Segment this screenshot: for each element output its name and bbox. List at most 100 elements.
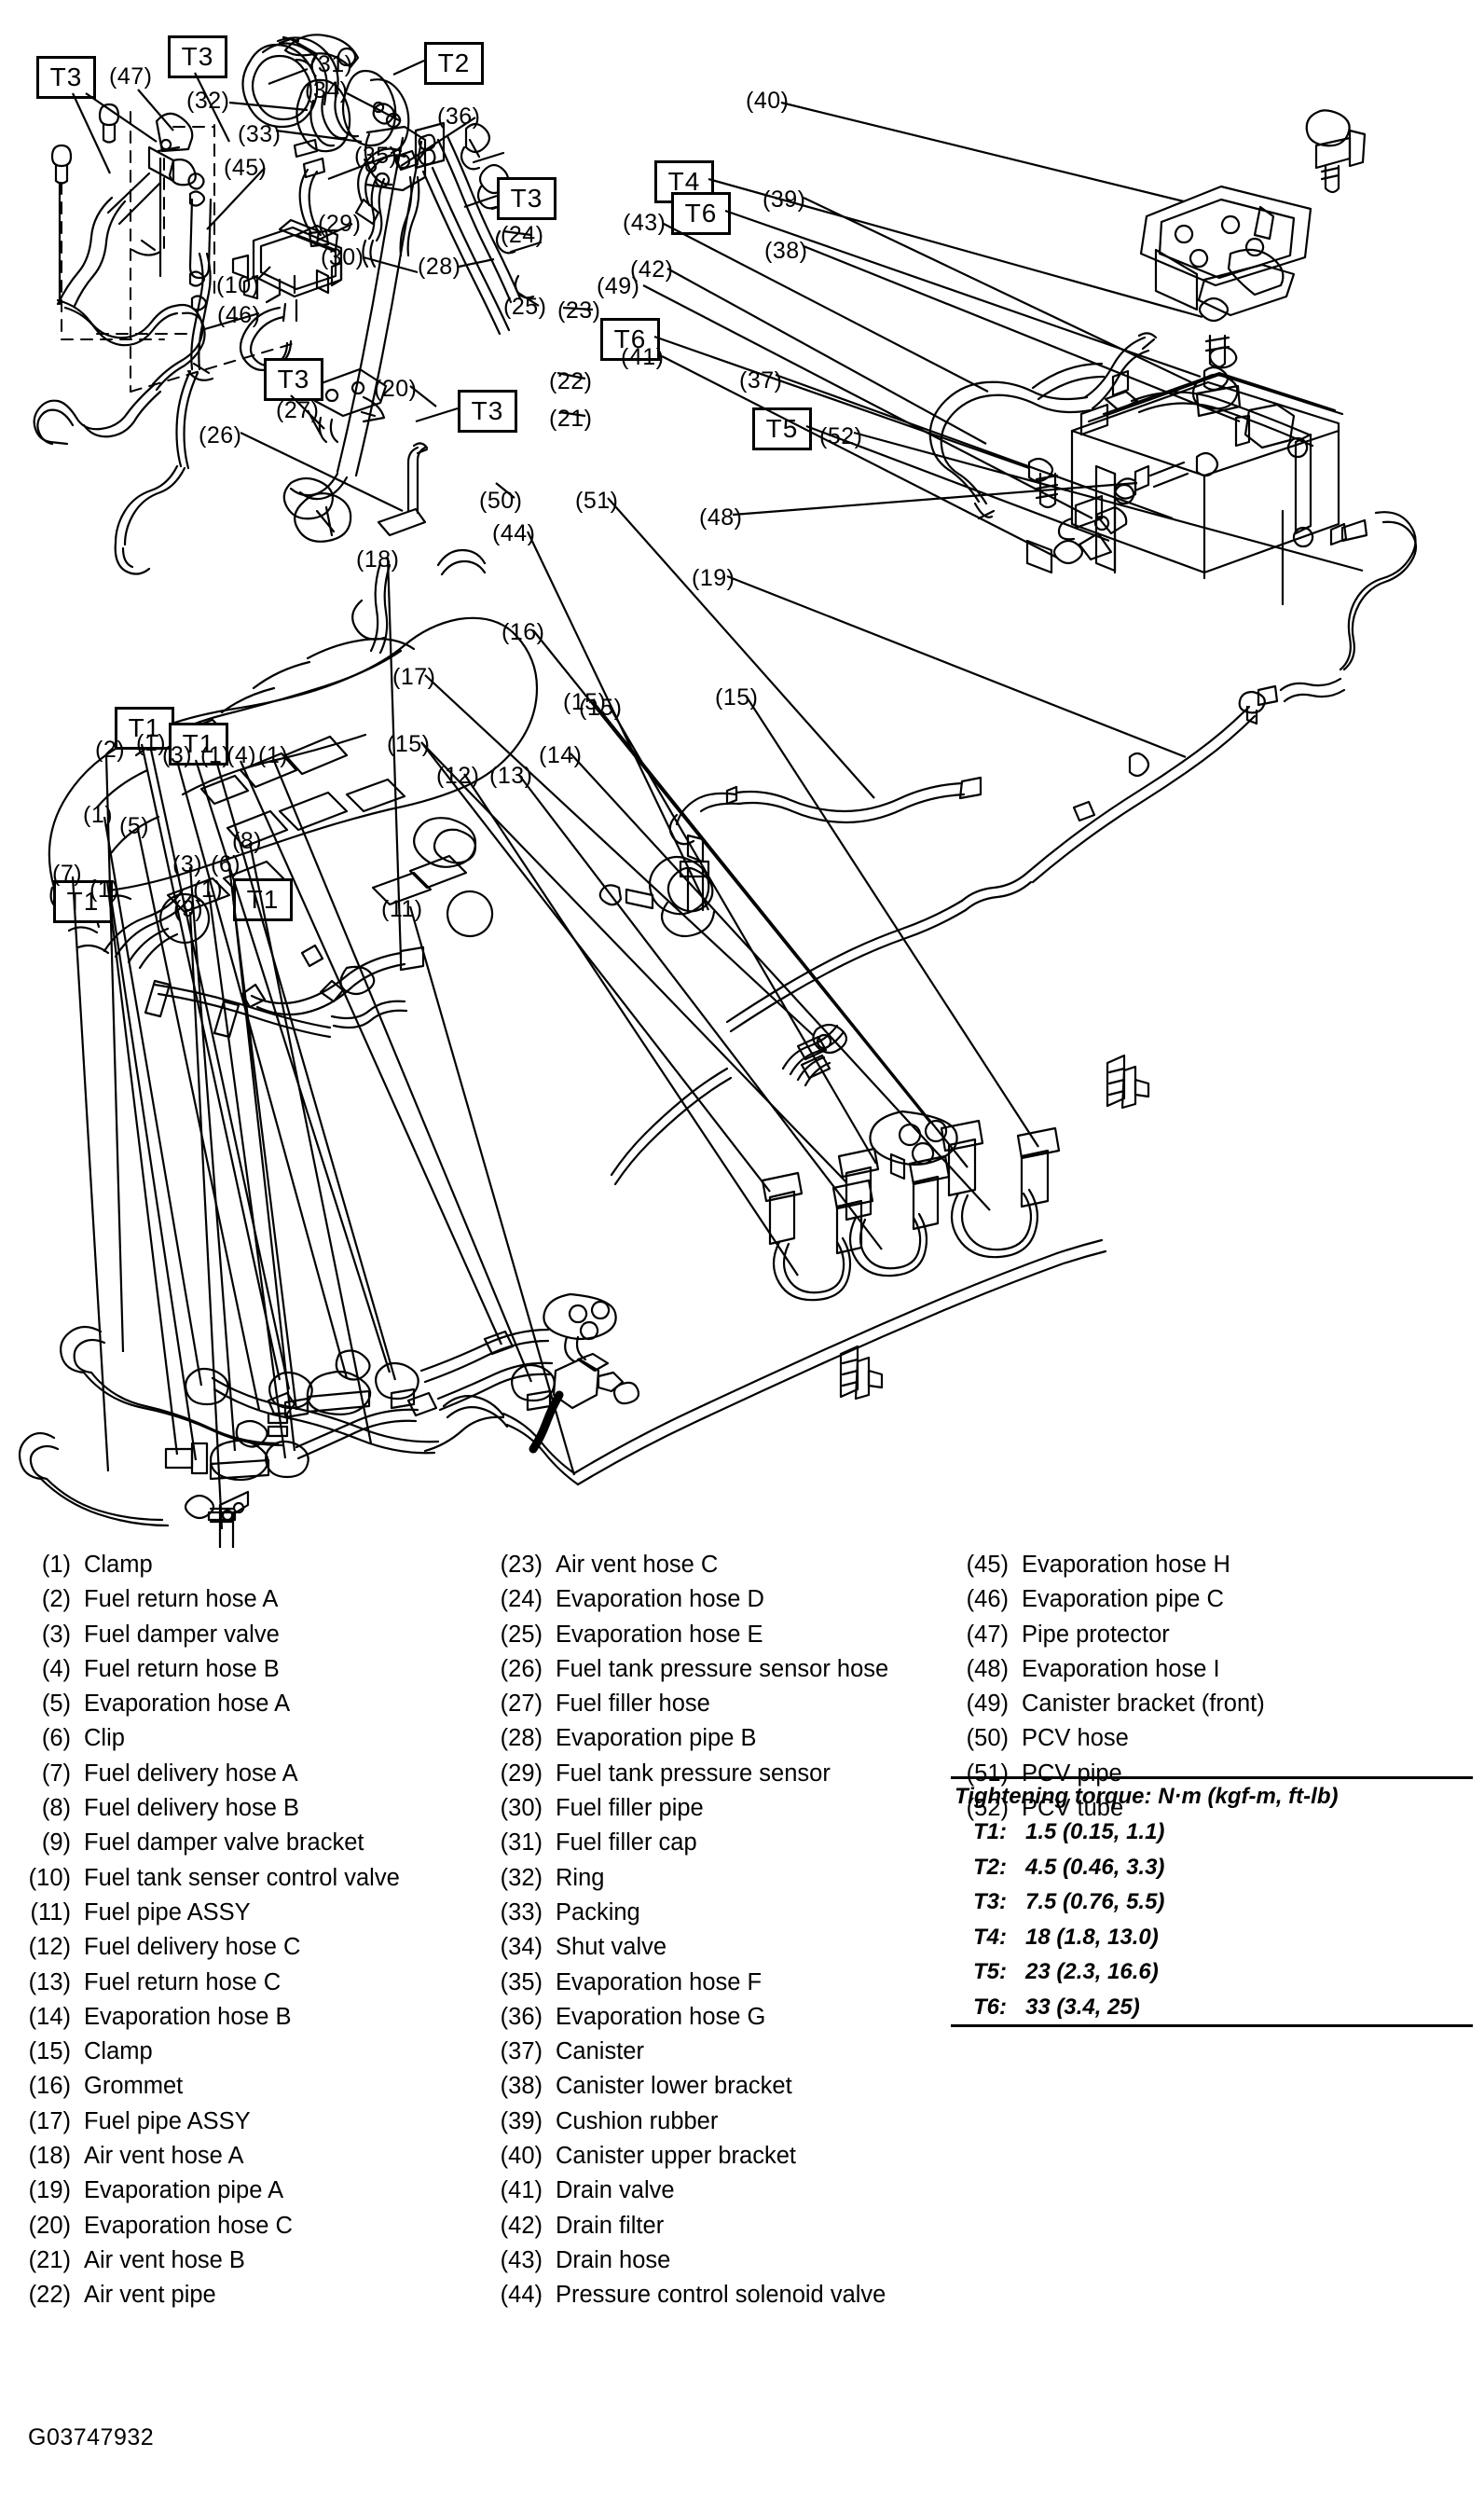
callout-27: (27) — [276, 397, 320, 423]
legend-row: (23)Air vent hose C — [485, 1548, 951, 1582]
callout-20: (20) — [374, 376, 418, 402]
legend-number: (10) — [28, 1864, 71, 1891]
legend-number: (50) — [966, 1725, 1009, 1752]
legend-row: (7)Fuel delivery hose A — [13, 1757, 479, 1791]
callout-19: (19) — [692, 565, 735, 591]
torque-row: T2:4.5 (0.46, 3.3) — [951, 1850, 1473, 1885]
callout-9: (9) — [173, 896, 204, 922]
callout-33: (33) — [238, 121, 282, 147]
legend-number: (39) — [500, 2107, 543, 2134]
legend-label: Fuel return hose C — [84, 1968, 282, 1995]
legend-number: (8) — [41, 1795, 71, 1822]
legend-row: (24) Evaporation hose D — [485, 1582, 951, 1617]
legend-number: (51) — [966, 1760, 1009, 1787]
diagram-linework — [18, 34, 1418, 1548]
table-top-rule — [951, 1776, 1473, 1779]
legend-label: Evaporation hose D — [556, 1586, 764, 1613]
legend-label: Fuel damper valve — [84, 1621, 280, 1648]
legend-row: (17)Fuel pipe ASSY — [13, 2105, 479, 2139]
legend-number: (52) — [966, 1795, 1009, 1822]
callout-52: (52) — [819, 423, 863, 449]
torque-key: T6: — [973, 1994, 1007, 2020]
legend-row: (6)Clip — [13, 1721, 479, 1756]
legend-label: Air vent hose A — [84, 2143, 244, 2170]
legend-label: Fuel tank pressure sensor hose — [556, 1655, 889, 1682]
legend-row: (49)Canister bracket (front) — [951, 1687, 1473, 1721]
legend-number: (24) — [500, 1586, 543, 1613]
callout-5: (5) — [119, 813, 150, 839]
legend-number: (28) — [500, 1725, 543, 1752]
callout-45: (45) — [224, 155, 268, 181]
callout-32: (32) — [186, 88, 230, 114]
legend-number: (2) — [41, 1586, 71, 1613]
callout-8: (8) — [232, 828, 263, 854]
legend-label: Fuel delivery hose A — [84, 1760, 298, 1787]
callout-43: (43) — [623, 210, 666, 236]
legend-number: (32) — [500, 1864, 543, 1891]
callout-39: (39) — [763, 186, 806, 213]
callout-3-a: (3) — [162, 742, 193, 768]
legend-number: (46) — [966, 1586, 1009, 1613]
legend-row: (4)Fuel return hose B — [13, 1652, 479, 1687]
legend-label: PCV tube — [1022, 1795, 1124, 1822]
callout-1-e: (1) — [89, 876, 120, 903]
legend-label: Canister lower bracket — [556, 2073, 792, 2100]
legend-row: (25)Evaporation hose E — [485, 1618, 951, 1652]
legend-label: Fuel tank pressure sensor — [556, 1760, 831, 1787]
torque-value: 1.5 (0.15, 1.1) — [1025, 1819, 1165, 1844]
legend-number: (30) — [500, 1795, 543, 1822]
legend-row: (15)Clamp — [13, 2035, 479, 2069]
legend-column-3: (45)Evaporation hose H (46)Evaporation p… — [951, 1548, 1473, 1826]
callout-15-c: (15) — [579, 695, 623, 721]
legend-number: (40) — [500, 2143, 543, 2170]
legend-row: (11)Fuel pipe ASSY — [13, 1896, 479, 1930]
legend-label: Evaporation hose G — [556, 2003, 766, 2030]
torque-value: 33 (3.4, 25) — [1025, 1994, 1140, 2020]
legend-row: (34)Shut valve — [485, 1930, 951, 1965]
torque-box-t2: T2 — [424, 42, 484, 85]
legend-row: (9)Fuel damper valve bracket — [13, 1826, 479, 1860]
legend-label: Drain valve — [556, 2177, 675, 2204]
legend-number: (29) — [500, 1760, 543, 1787]
legend-label: Fuel filler cap — [556, 1829, 697, 1856]
callout-21: (21) — [549, 406, 593, 432]
callout-49: (49) — [597, 273, 640, 299]
torque-row: T1:1.5 (0.15, 1.1) — [951, 1815, 1473, 1850]
legend-row: (19)Evaporation pipe A — [13, 2174, 479, 2208]
legend-number: (38) — [500, 2073, 543, 2100]
legend-label: Drain filter — [556, 2212, 665, 2239]
callout-29: (29) — [318, 211, 362, 237]
callout-48: (48) — [699, 504, 743, 531]
torque-box-t3-3: T3 — [497, 177, 556, 220]
legend-label: Evaporation hose H — [1022, 1552, 1230, 1578]
legend-number: (17) — [28, 2107, 71, 2134]
legend-number: (4) — [41, 1655, 71, 1682]
torque-box-t5: T5 — [752, 407, 812, 450]
legend-row: (2) Fuel return hose A — [13, 1582, 479, 1617]
legend-row: (1)Clamp — [13, 1548, 479, 1582]
legend-row: (52) PCV tube — [951, 1791, 1473, 1826]
legend-number: (11) — [30, 1898, 71, 1925]
legend-row: (3)Fuel damper valve — [13, 1618, 479, 1652]
torque-box-t3-4: T3 — [264, 358, 323, 401]
legend-number: (36) — [500, 2003, 543, 2030]
legend-row: (5)Evaporation hose A — [13, 1687, 479, 1721]
legend-number: (18) — [28, 2143, 71, 2170]
legend-number: (6) — [41, 1725, 71, 1752]
callout-46: (46) — [217, 302, 261, 328]
legend-label: Air vent pipe — [84, 2282, 216, 2309]
callout-2: (2) — [95, 737, 126, 763]
legend-number: (21) — [28, 2246, 71, 2273]
callout-30: (30) — [321, 244, 364, 270]
table-bottom-rule — [951, 2024, 1473, 2027]
torque-value: 23 (2.3, 16.6) — [1025, 1959, 1159, 1984]
legend-label: Fuel return hose A — [84, 1586, 279, 1613]
legend-label: Fuel delivery hose B — [84, 1795, 300, 1822]
legend-number: (33) — [500, 1898, 543, 1925]
callout-15-d: (15) — [387, 731, 431, 757]
callout-40: (40) — [746, 88, 790, 114]
torque-table-heading: Tightening torque: N·m (kgf-m, ft-lb) — [955, 1784, 1339, 1809]
callout-34: (34) — [305, 77, 349, 104]
legend-number: (43) — [500, 2246, 543, 2273]
callout-44: (44) — [492, 520, 536, 546]
